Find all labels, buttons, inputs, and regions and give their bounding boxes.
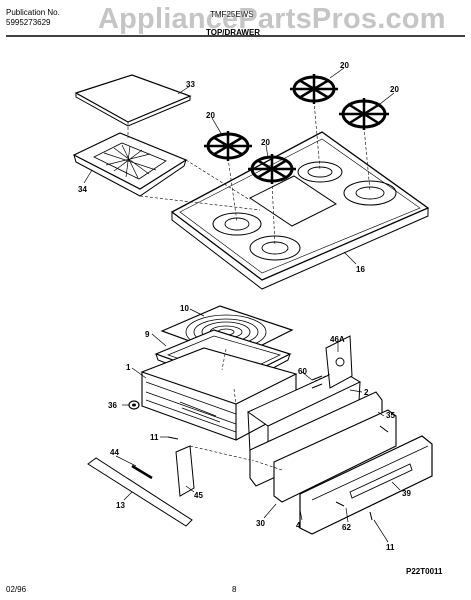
callout-20: 20 [261,138,270,147]
callout-1: 1 [126,363,131,372]
drawer-frame [140,347,298,441]
callout-45: 45 [194,491,203,500]
callout-2: 2 [364,388,369,397]
callout-60: 60 [298,367,307,376]
drawer-panel [299,435,433,535]
callout-39: 39 [402,489,411,498]
grill-pan [72,132,188,197]
callout-20: 20 [390,85,399,94]
griddle-cover [74,74,192,127]
callout-4: 4 [296,521,301,530]
callout-46a: 46A [330,335,345,344]
callout-13: 13 [116,501,125,510]
placement-lines [127,100,371,247]
drawer-front [273,409,397,503]
callout-11: 11 [386,543,395,552]
callout-44: 44 [110,448,119,457]
callout-11: 11 [150,433,159,442]
cooktop [170,131,430,290]
callout-34: 34 [78,185,87,194]
callout-20: 20 [340,61,349,70]
callout-30: 30 [256,519,265,528]
publication-number: 5995273629 [6,18,51,27]
placement-lines-bottom [189,348,331,471]
slide-rail [87,457,193,527]
leader-lines-bottom [115,308,401,543]
callout-62: 62 [342,523,351,532]
publication-label: Publication No. [6,8,60,17]
callout-35: 35 [386,411,395,420]
diagram-code: P22T0011 [406,567,443,576]
footer-date: 02/96 [6,585,27,594]
callout-16: 16 [356,265,365,274]
knob [128,400,140,410]
hinge-bracket [175,445,195,497]
watermark: AppliancePartsPros.com [98,3,446,35]
burner-grate [204,131,252,161]
leader-lines-top [83,67,395,265]
callout-33: 33 [186,80,195,89]
screws [167,375,389,521]
callout-9: 9 [145,330,150,339]
callout-10: 10 [180,304,189,313]
page-number: 8 [232,585,237,594]
model-number: TMF25EWS [210,10,254,19]
callout-36: 36 [108,401,117,410]
callout-20: 20 [206,111,215,120]
burner-grate [290,74,338,104]
section-title: TOP/DRAWER [206,28,261,37]
